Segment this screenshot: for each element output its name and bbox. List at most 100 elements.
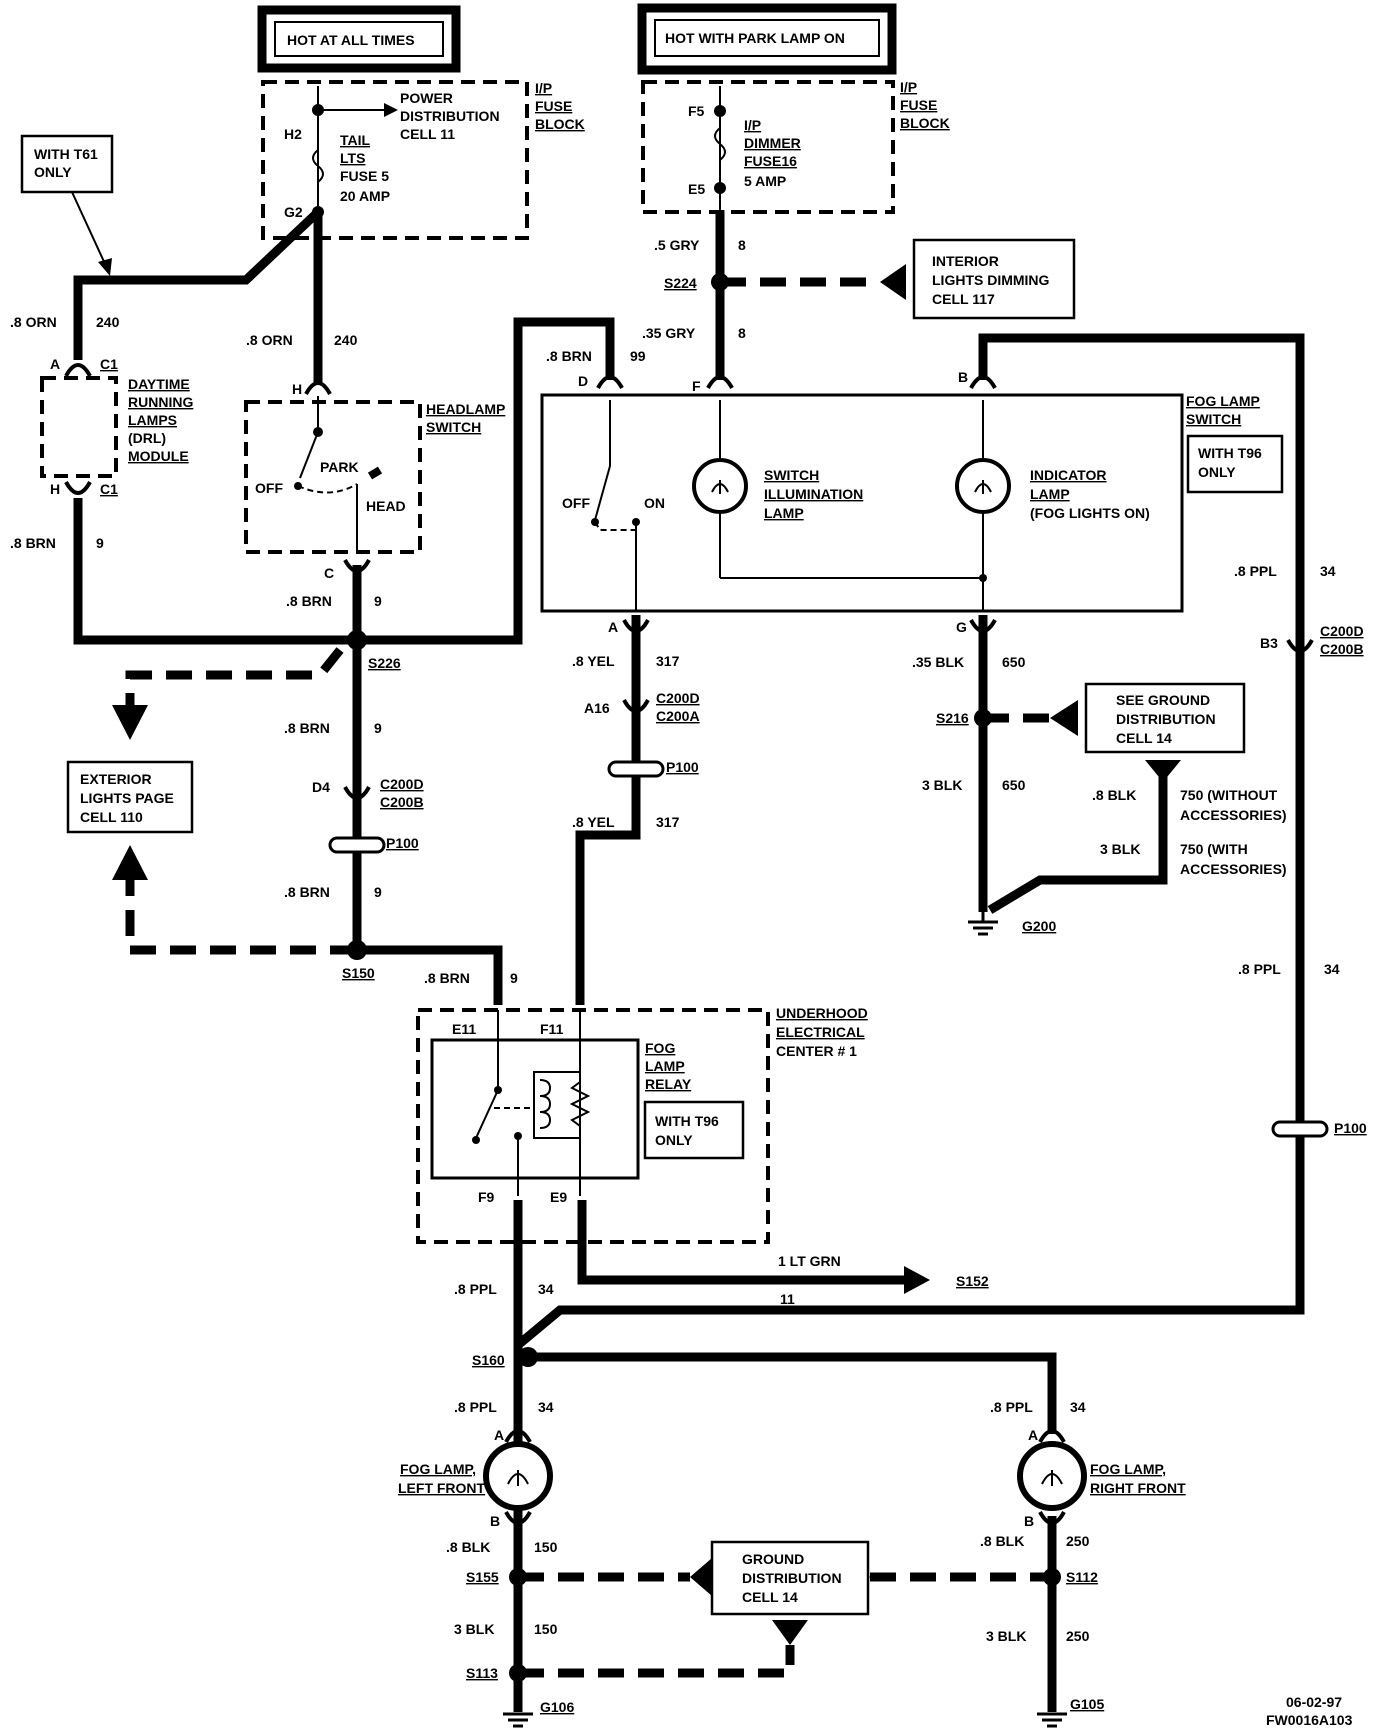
hs-blade <box>299 431 319 479</box>
svg-text:34: 34 <box>1070 1399 1086 1415</box>
svg-text:(FOG LIGHTS ON): (FOG LIGHTS ON) <box>1030 505 1150 521</box>
connector-arcs <box>64 360 1314 1525</box>
svg-text:FUSE16: FUSE16 <box>744 153 797 169</box>
svg-text:650: 650 <box>1002 654 1026 670</box>
svg-text:G106: G106 <box>540 1699 574 1715</box>
fog-right-pin-b: B <box>1024 1513 1034 1529</box>
svg-text:C200A: C200A <box>656 708 700 724</box>
fuse-block-right-outline <box>641 80 895 214</box>
svg-text:D4: D4 <box>312 779 330 795</box>
svg-text:I/P: I/P <box>744 117 761 133</box>
relay-t96-label-2: ONLY <box>655 1132 693 1148</box>
see-ground-box <box>1084 682 1246 754</box>
drl-pin-h: H <box>50 481 60 497</box>
svg-text:.8 BLK: .8 BLK <box>1092 787 1136 803</box>
illumination-lamp-label: SWITCH ILLUMINATION LAMP <box>764 467 863 521</box>
relay-contact-no <box>472 1136 480 1144</box>
with-t61-box <box>20 134 114 194</box>
svg-text:.8 PPL: .8 PPL <box>990 1399 1033 1415</box>
svg-text:S216: S216 <box>936 710 969 726</box>
t61-pointer-icon <box>98 258 112 276</box>
footer-date: 06-02-97 <box>1286 1694 1342 1710</box>
svg-text:HEADLAMP: HEADLAMP <box>426 401 505 417</box>
svg-text:317: 317 <box>656 653 680 669</box>
svg-text:C200B: C200B <box>1320 641 1364 657</box>
headlamp-pin-c: C <box>324 565 334 581</box>
svg-text:FOG LAMP,: FOG LAMP, <box>400 1461 476 1477</box>
with-t61-label-2: ONLY <box>34 164 72 180</box>
ground-dist-box <box>710 1540 870 1616</box>
relay-coil-frame <box>533 1071 581 1139</box>
fuse-right-node-top <box>714 105 726 117</box>
svg-text:34: 34 <box>538 1399 554 1415</box>
headlamp-pin-h: H <box>292 381 302 397</box>
svg-text:B3: B3 <box>1260 635 1278 651</box>
svg-text:LAMPS: LAMPS <box>128 412 177 428</box>
pin-f9: F9 <box>478 1189 495 1205</box>
indicator-junction <box>979 574 987 582</box>
drl-pin-a: A <box>50 356 60 372</box>
hs-dashed-link <box>297 483 358 494</box>
drl-module-label: DAYTIME RUNNING LAMPS (DRL) MODULE <box>128 376 193 464</box>
svg-text:SWITCH: SWITCH <box>1186 411 1241 427</box>
s112-node <box>1043 1568 1061 1586</box>
svg-text:S224: S224 <box>664 275 697 291</box>
relay-t96-label-1: WITH T96 <box>655 1113 719 1129</box>
svg-text:SWITCH: SWITCH <box>764 467 819 483</box>
fs-blade <box>594 465 611 521</box>
fs-on-label: ON <box>644 495 665 511</box>
pin-f11: F11 <box>540 1021 564 1037</box>
svg-text:INDICATOR: INDICATOR <box>1030 467 1106 483</box>
svg-text:POWER: POWER <box>400 90 453 106</box>
svg-text:DISTRIBUTION: DISTRIBUTION <box>1116 711 1216 727</box>
s216-node <box>974 709 992 727</box>
pin-f5: F5 <box>688 103 705 119</box>
dimmer-fuse-label: I/P DIMMER FUSE16 5 AMP <box>744 117 801 189</box>
pin-e9: E9 <box>550 1189 567 1205</box>
svg-text:.8 PPL: .8 PPL <box>1238 961 1281 977</box>
fuse-right-node-bot <box>714 182 726 194</box>
svg-text:LEFT FRONT: LEFT FRONT <box>398 1480 486 1496</box>
g200-ground-icon <box>968 912 998 936</box>
svg-text:LAMP: LAMP <box>1030 486 1070 502</box>
svg-text:.8 BLK: .8 BLK <box>980 1533 1024 1549</box>
fog-switch-pin-b: B <box>958 369 968 385</box>
headlamp-switch-outline <box>244 400 422 554</box>
svg-text:.8 YEL: .8 YEL <box>572 653 615 669</box>
fog-switch-label: FOG LAMP SWITCH <box>1186 393 1260 427</box>
svg-text:3 BLK: 3 BLK <box>922 777 962 793</box>
svg-text:EXTERIOR: EXTERIOR <box>80 771 152 787</box>
svg-text:.8 PPL: .8 PPL <box>1234 563 1277 579</box>
svg-text:LAMP: LAMP <box>645 1058 685 1074</box>
svg-text:P100: P100 <box>666 759 699 775</box>
svg-text:C200B: C200B <box>380 794 424 810</box>
fog-switch-pin-f: F <box>692 378 701 394</box>
svg-text:3 BLK: 3 BLK <box>986 1628 1026 1644</box>
hs-contact-head <box>367 466 383 480</box>
svg-text:.5 GRY: .5 GRY <box>654 237 700 253</box>
pin-h2: H2 <box>284 126 302 142</box>
relay-resistor-icon <box>569 1081 591 1127</box>
pin-e11: E11 <box>452 1021 476 1037</box>
exterior-arrow-up-icon <box>112 845 148 880</box>
s226-node <box>347 630 367 650</box>
svg-text:3 BLK: 3 BLK <box>454 1621 494 1637</box>
svg-text:LTS: LTS <box>340 150 365 166</box>
svg-text:.8 BRN: .8 BRN <box>284 720 330 736</box>
svg-text:.8 BRN: .8 BRN <box>546 348 592 364</box>
exterior-lights-box <box>66 760 194 834</box>
svg-text:FOG LAMP,: FOG LAMP, <box>1090 1461 1166 1477</box>
fog-switch-t96-label-1: WITH T96 <box>1198 445 1262 461</box>
fog-switch-pin-g: G <box>956 619 967 635</box>
exterior-arrow-down-icon <box>112 705 148 740</box>
footer-code: FW0016A103 <box>1266 1712 1353 1728</box>
svg-text:CELL 11: CELL 11 <box>400 126 455 142</box>
t61-pointer-line <box>71 191 107 267</box>
indicator-lamp-label: INDICATOR LAMP (FOG LIGHTS ON) <box>1030 467 1150 521</box>
hot-at-all-times-label: HOT AT ALL TIMES <box>287 32 415 48</box>
fog-switch-pin-a: A <box>608 619 618 635</box>
svg-text:BLOCK: BLOCK <box>535 116 585 132</box>
svg-text:I/P: I/P <box>900 79 917 95</box>
fog-lamp-left-label: FOG LAMP, LEFT FRONT <box>398 1461 486 1496</box>
p100-grommets <box>328 760 1329 1138</box>
